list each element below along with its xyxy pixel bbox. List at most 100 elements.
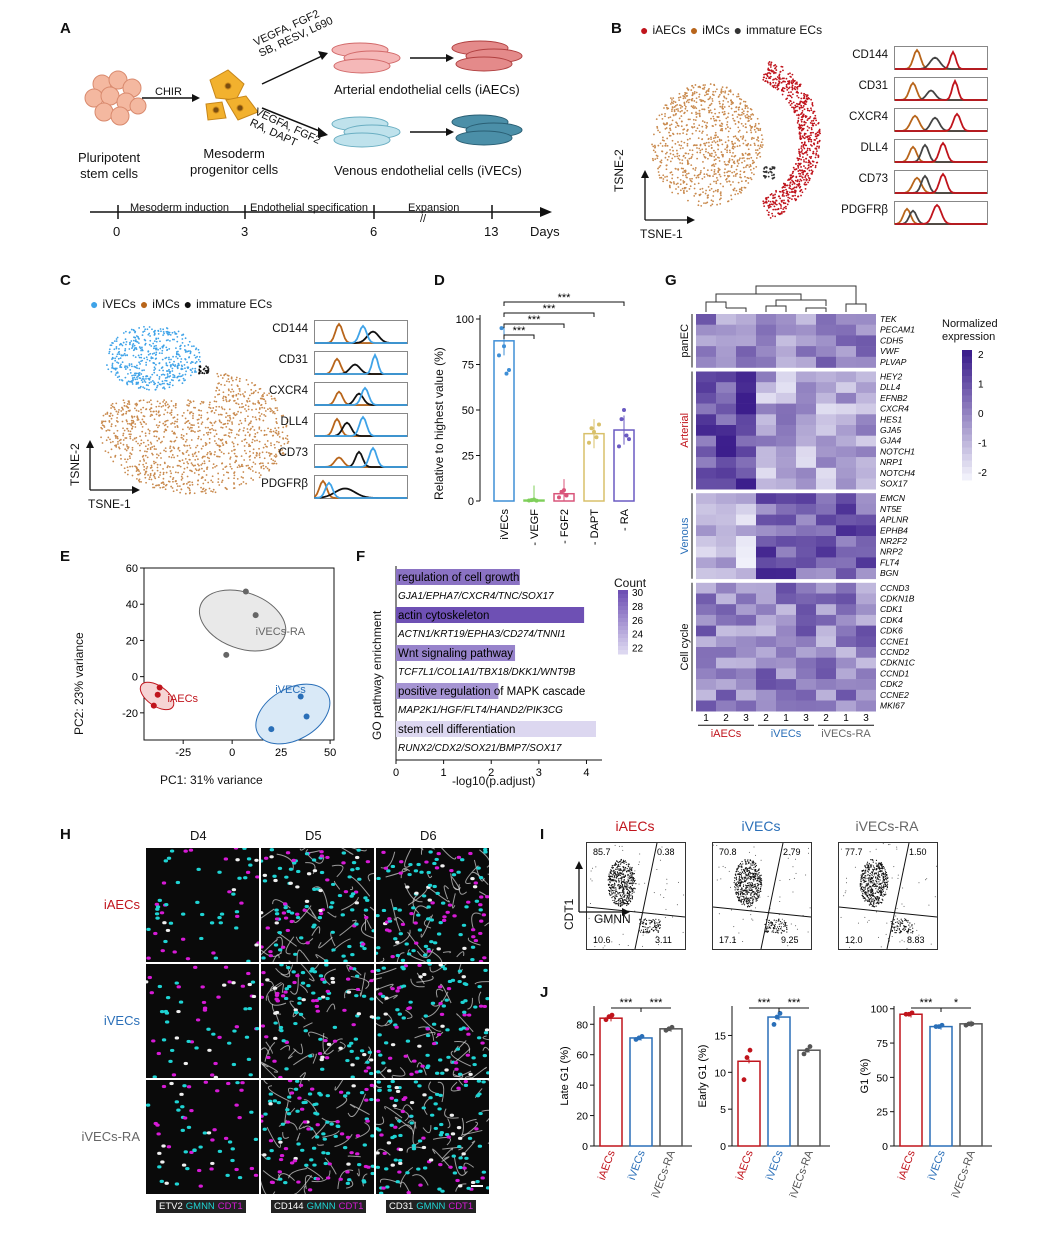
point-imc xyxy=(142,463,145,466)
point-imc xyxy=(672,102,674,105)
point-imc xyxy=(137,473,140,476)
point-imc xyxy=(691,106,694,109)
point-imc xyxy=(254,416,257,419)
point-imc xyxy=(669,160,672,163)
nucleus xyxy=(157,984,163,989)
point-imc xyxy=(208,441,211,444)
point-imc xyxy=(712,200,714,203)
point-iaec xyxy=(768,204,771,207)
point-imc xyxy=(225,425,228,428)
membrane-stain xyxy=(302,952,310,962)
tsne-b-y: TSNE-2 xyxy=(612,149,626,192)
point-imc xyxy=(724,168,726,171)
point-imc xyxy=(104,450,107,453)
point-imc xyxy=(258,388,261,390)
point-ivec xyxy=(168,333,170,336)
point-ivec xyxy=(141,359,144,362)
point-imc xyxy=(105,439,108,442)
point-imc xyxy=(241,402,243,405)
point-imc xyxy=(274,431,277,434)
point-imc xyxy=(147,439,149,442)
point-imc xyxy=(681,105,684,108)
nucleus xyxy=(235,1081,240,1085)
point-iaec xyxy=(778,202,781,205)
point-imc xyxy=(209,407,212,409)
point-imc xyxy=(195,446,197,449)
point-imc xyxy=(240,411,242,414)
point-ivec xyxy=(185,370,188,373)
nucleus xyxy=(157,1151,162,1155)
point-imc xyxy=(162,486,165,488)
point-ivec xyxy=(140,353,143,356)
point-imc xyxy=(221,462,223,465)
membrane-stain xyxy=(465,1118,477,1124)
point-iaec xyxy=(799,100,802,103)
gene-list: MAP2K1/HGF/FLT4/HAND2/PIK3CG xyxy=(398,705,563,716)
point-imc xyxy=(160,405,163,408)
point-iaec xyxy=(799,83,802,86)
point-iaec xyxy=(784,202,787,205)
nucleus xyxy=(331,948,336,952)
legend-tick: 30 xyxy=(632,588,644,599)
point-iaec xyxy=(809,121,812,124)
point-ivec xyxy=(138,367,141,370)
point-imc xyxy=(135,409,138,412)
nucleus xyxy=(473,1005,478,1009)
point-imc xyxy=(742,135,745,138)
point-imc xyxy=(225,412,228,415)
point-imc xyxy=(720,125,723,128)
heatmap-cell xyxy=(736,625,756,637)
point-imc xyxy=(729,184,732,186)
point-imc xyxy=(677,192,679,195)
point-imc xyxy=(728,175,731,177)
point-ivec xyxy=(176,353,178,356)
heatmap-cell xyxy=(716,625,736,637)
nucleus xyxy=(300,1148,305,1152)
point-ivec xyxy=(116,361,118,364)
point-ivec xyxy=(157,337,160,340)
point-iaec xyxy=(810,127,813,129)
point-iaec xyxy=(772,202,775,204)
point-iaec xyxy=(787,199,789,202)
point-imc xyxy=(242,393,244,395)
point-iaec xyxy=(816,131,819,134)
nucleus xyxy=(303,1029,308,1033)
point-imc xyxy=(273,412,276,415)
point-imc xyxy=(682,155,685,158)
nucleus xyxy=(283,1147,289,1151)
point-imc xyxy=(757,122,760,125)
point-imc xyxy=(758,151,761,154)
point-imc xyxy=(149,410,152,413)
point-imc xyxy=(705,127,708,129)
membrane-stain xyxy=(326,1003,336,1013)
point-imc xyxy=(113,432,115,435)
heatmap-cell xyxy=(776,514,796,526)
point-iaec xyxy=(796,83,798,85)
point-imc xyxy=(273,443,276,446)
nucleus xyxy=(457,979,462,984)
point-imc xyxy=(266,394,269,397)
heatmap-cell xyxy=(696,700,716,712)
nucleus xyxy=(265,978,270,982)
point-imc xyxy=(699,173,701,176)
point-imc xyxy=(137,442,139,445)
point-iaec xyxy=(818,146,820,149)
heatmap-cell xyxy=(716,414,736,426)
point-imc xyxy=(144,432,147,435)
nucleus xyxy=(319,854,325,858)
membrane-stain xyxy=(288,960,291,962)
point-imc xyxy=(186,444,189,447)
point-iaec xyxy=(793,168,796,171)
point-ivec xyxy=(177,350,179,353)
point-ivec xyxy=(162,369,164,372)
point-iaec xyxy=(816,141,819,143)
membrane-stain xyxy=(450,1050,472,1067)
point-imc xyxy=(115,437,117,439)
nucleus xyxy=(291,970,296,974)
heatmap-cell xyxy=(836,392,856,404)
nucleus xyxy=(293,1021,298,1026)
micrograph-cells xyxy=(261,964,374,1078)
point-imc xyxy=(233,413,236,416)
point-imc xyxy=(727,130,730,133)
nucleus xyxy=(152,1075,157,1078)
